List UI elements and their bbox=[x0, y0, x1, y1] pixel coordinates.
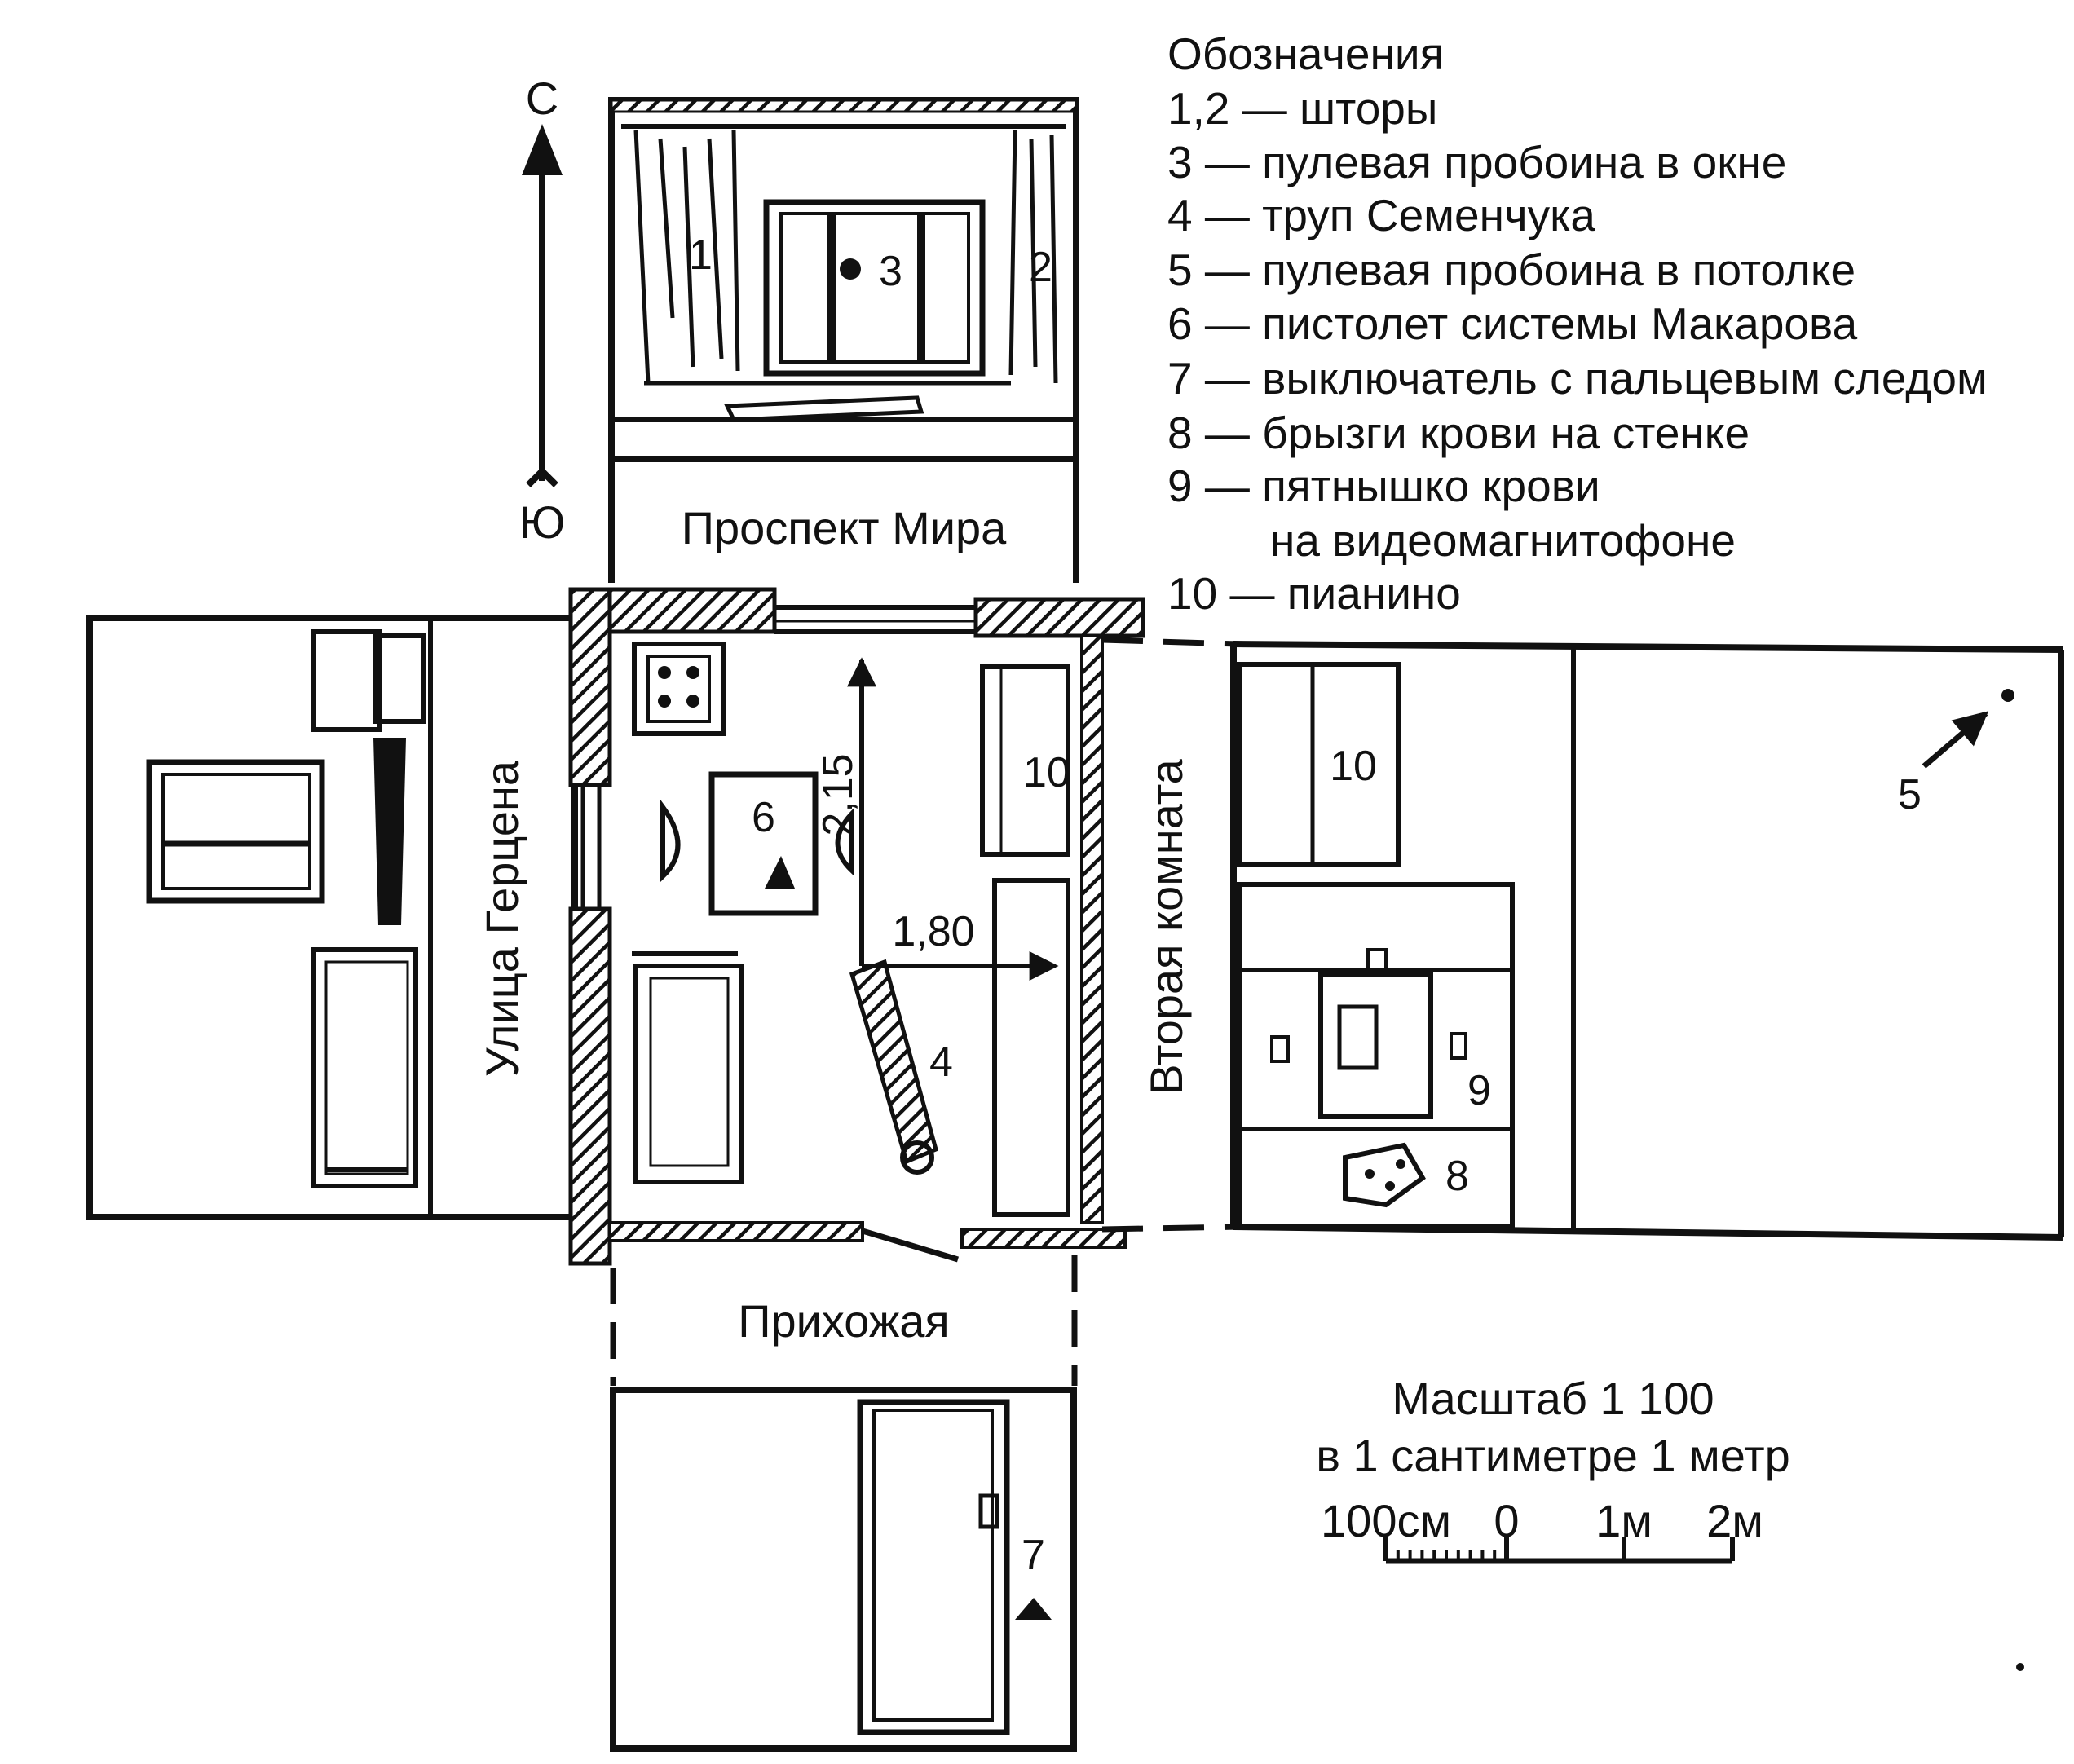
curtain-right bbox=[1008, 130, 1058, 384]
marker-7: 7 bbox=[1022, 1532, 1045, 1579]
marker-8: 8 bbox=[1445, 1153, 1469, 1200]
legend-item-curtains: 1,2 — шторы bbox=[1167, 83, 1437, 134]
scale-title: Масштаб 1 100 bbox=[1392, 1373, 1714, 1424]
legend-item-switch: 7 — выключатель с пальцевым следом bbox=[1167, 353, 1988, 404]
wall-west-upper bbox=[568, 587, 612, 787]
wall-west-lower bbox=[568, 906, 612, 1266]
door bbox=[861, 1228, 960, 1263]
marker-2: 2 bbox=[1029, 244, 1052, 291]
east-wall-panel: 10 9 8 5 Вторая комната bbox=[1101, 637, 2064, 1241]
scale-subtitle: в 1 сантиметре 1 метр bbox=[1316, 1430, 1790, 1481]
south-wall-panel: Прихожая 7 bbox=[610, 1255, 1078, 1752]
blood-splatter-icon bbox=[1343, 1142, 1426, 1208]
marker-9: 9 bbox=[1467, 1067, 1491, 1114]
window bbox=[763, 199, 986, 377]
stray-dot bbox=[2016, 1663, 2024, 1671]
scale: Масштаб 1 100 в 1 сантиметре 1 метр 100с… bbox=[1316, 1373, 1790, 1564]
legend: Обозначения 1,2 — шторы 3 — пулевая проб… bbox=[1167, 29, 1988, 619]
room-label-south: Прихожая bbox=[738, 1295, 950, 1347]
marker-10a: 10 bbox=[1023, 749, 1070, 796]
marker-6: 6 bbox=[752, 794, 775, 841]
compass-south-label: Ю bbox=[519, 496, 566, 548]
north-wall-panel: 1 3 2 Проспект Мира bbox=[608, 97, 1079, 583]
legend-item-pistol: 6 — пистолет системы Макарова bbox=[1167, 298, 1858, 349]
west-wall-panel: Улица Герцена bbox=[86, 615, 578, 1220]
measurement-vertical-label: 2,15 bbox=[814, 753, 862, 836]
wall-north-right bbox=[973, 597, 1145, 638]
compass-tail bbox=[526, 466, 558, 487]
room-label-west: Улица Герцена bbox=[476, 760, 527, 1077]
curtain-left bbox=[633, 130, 740, 384]
window-sill bbox=[724, 395, 924, 422]
legend-item-piano: 10 — пианино bbox=[1167, 568, 1461, 619]
room-label-north: Проспект Мира bbox=[682, 502, 1007, 553]
switch-icon bbox=[1015, 1598, 1052, 1620]
legend-item-blood-vcr: 9 — пятнышко крови bbox=[1167, 461, 1600, 511]
main-room: 6 10 4 2,15 1,80 bbox=[568, 587, 1145, 1266]
legend-item-body: 4 — труп Семенчука bbox=[1167, 190, 1595, 240]
compass: С Ю bbox=[519, 73, 566, 548]
body-head bbox=[900, 1140, 934, 1175]
north-arrow-icon bbox=[522, 124, 563, 175]
entrance-door bbox=[857, 1399, 1010, 1735]
legend-item-bullet-window: 3 — пулевая пробоина в окне bbox=[1167, 137, 1786, 187]
legend-item-blood-vcr-cont: на видеомагнитофоне bbox=[1270, 515, 1736, 566]
wall-unit bbox=[1237, 882, 1515, 1229]
bullet-hole-ceiling-icon bbox=[2001, 689, 2014, 702]
compass-north-label: С bbox=[526, 73, 558, 124]
door-handle bbox=[978, 1493, 999, 1529]
wall-south-left bbox=[608, 1221, 864, 1242]
marker-1: 1 bbox=[689, 232, 713, 279]
body-outline bbox=[849, 959, 938, 1165]
marker-4: 4 bbox=[929, 1039, 953, 1086]
sideboard bbox=[992, 878, 1070, 1217]
stove bbox=[632, 642, 726, 736]
wall-south-right bbox=[960, 1228, 1127, 1249]
marker-3: 3 bbox=[879, 248, 902, 295]
chair-right bbox=[835, 807, 854, 876]
scale-ticks bbox=[1383, 1537, 1735, 1561]
chair-left bbox=[660, 799, 681, 882]
pistol-icon bbox=[765, 856, 795, 889]
bed bbox=[633, 964, 744, 1184]
legend-title: Обозначения bbox=[1167, 29, 1444, 79]
room-label-east: Вторая комната bbox=[1141, 758, 1192, 1094]
piano bbox=[980, 664, 1070, 857]
piano-front bbox=[1237, 662, 1401, 867]
measurement-horizontal-label: 1,80 bbox=[892, 908, 974, 955]
legend-item-bullet-ceiling: 5 — пулевая пробоина в потолке bbox=[1167, 245, 1856, 295]
marker-10b: 10 bbox=[1330, 743, 1377, 790]
bullet-hole-window-icon bbox=[840, 258, 861, 280]
marker-5: 5 bbox=[1898, 771, 1922, 818]
table bbox=[708, 771, 819, 916]
vcr bbox=[1318, 972, 1433, 1119]
legend-item-blood-wall: 8 — брызги крови на стенке bbox=[1167, 408, 1750, 458]
wall-east bbox=[1080, 634, 1104, 1224]
